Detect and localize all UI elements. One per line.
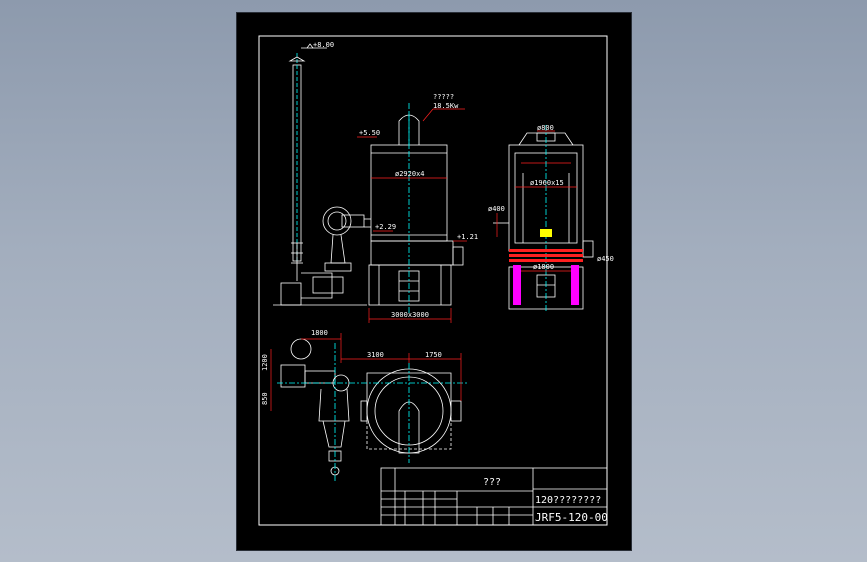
furnace-base — [368, 264, 452, 306]
side-body-dim: ø1960x15 — [530, 179, 564, 187]
fan-label: ????? — [433, 93, 454, 101]
side-right-dim: ø450 — [597, 255, 614, 263]
plan-dim-e: 850 — [261, 392, 269, 405]
elevation-right-label: +1.21 — [457, 233, 478, 241]
plan-view — [277, 338, 467, 483]
side-top-dim: ø800 — [537, 124, 554, 132]
plan-dimensions — [270, 333, 462, 411]
plan-dim-a: 1800 — [311, 329, 328, 337]
side-hatch — [509, 229, 583, 305]
plan-dim-d: 1200 — [261, 354, 269, 371]
side-dimensions — [496, 130, 577, 272]
title-block-name: 120???????? — [535, 495, 601, 506]
fan-housing — [322, 206, 352, 236]
title-block — [380, 467, 608, 526]
elevation-top-label: +8.00 — [313, 41, 334, 49]
drawing-sheet: +8.00 ????? 18.5Kw +5.50 ø2920x4 +2.29 +… — [237, 13, 631, 550]
title-block-title: ??? — [483, 477, 501, 488]
front-dimensions — [357, 108, 467, 323]
base-dim-label: 3000x3000 — [391, 311, 429, 319]
side-left-dim: ø400 — [488, 205, 505, 213]
front-elevation — [273, 43, 464, 313]
elevation-mid-label: +2.29 — [375, 223, 396, 231]
drawing-canvas: +8.00 ????? 18.5Kw +5.50 ø2920x4 +2.29 +… — [258, 35, 614, 526]
fan-power-label: 18.5Kw — [433, 102, 459, 110]
side-inner-dim: ø1800 — [533, 263, 554, 271]
plan-dim-b: 3100 — [367, 351, 384, 359]
title-block-code: JRF5-120-00 — [535, 511, 608, 524]
plan-dim-c: 1750 — [425, 351, 442, 359]
shell-dim-label: ø2920x4 — [395, 170, 425, 178]
plan-fan — [290, 338, 312, 360]
elevation-roof-label: +5.50 — [359, 129, 380, 137]
